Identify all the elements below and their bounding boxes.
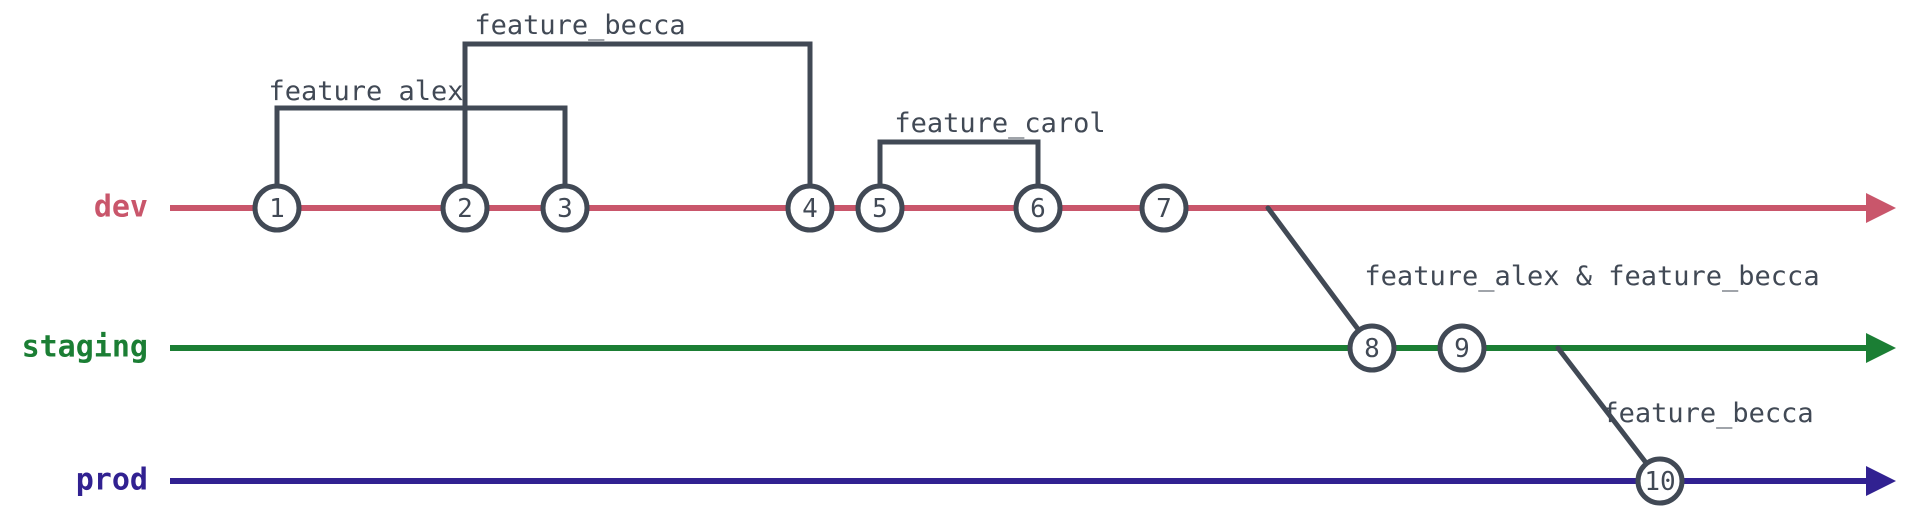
feature-bracket-label-feature_carol: feature_carol <box>894 108 1105 139</box>
commit-circle-7[interactable] <box>1139 183 1189 233</box>
merge-edge-staging-to-prod <box>1555 345 1663 484</box>
commit-number-1: 1 <box>269 194 285 224</box>
merge-edge-dev-to-staging <box>1265 205 1375 351</box>
commit-number-8: 8 <box>1364 334 1380 364</box>
commit-node-5[interactable]: 5 <box>855 183 905 233</box>
commit-node-10[interactable]: 10 <box>1635 456 1685 506</box>
commit-number-3: 3 <box>557 194 573 224</box>
commit-number-6: 6 <box>1030 194 1046 224</box>
commit-number-7: 7 <box>1156 194 1172 224</box>
commit-node-4[interactable]: 4 <box>785 183 835 233</box>
commit-nodes-layer: 1 2 3 4 5 6 7 8 9 10 <box>252 183 1685 506</box>
commit-circle-4[interactable] <box>785 183 835 233</box>
commit-node-2[interactable]: 2 <box>440 183 490 233</box>
commit-number-5: 5 <box>872 194 888 224</box>
feature-bracket-label-feature_becca: feature_becca <box>474 10 685 41</box>
commit-number-10: 10 <box>1644 467 1675 497</box>
feature-brackets-layer: feature_alex feature_becca feature_carol <box>268 10 1106 208</box>
commit-number-4: 4 <box>802 194 818 224</box>
branch-lines-layer <box>170 193 1896 496</box>
branch-label-dev: dev <box>94 190 148 225</box>
commit-number-2: 2 <box>457 194 473 224</box>
commit-circle-6[interactable] <box>1013 183 1063 233</box>
feature-bracket-feature_alex <box>274 105 568 208</box>
commit-node-6[interactable]: 6 <box>1013 183 1063 233</box>
commit-node-3[interactable]: 3 <box>540 183 590 233</box>
feature-bracket-feature_becca <box>462 41 813 208</box>
branch-label-prod: prod <box>76 463 148 498</box>
commit-node-9[interactable]: 9 <box>1437 323 1487 373</box>
branch-label-staging: staging <box>22 330 148 365</box>
commit-circle-1[interactable] <box>252 183 302 233</box>
commit-circle-10[interactable] <box>1635 456 1685 506</box>
commit-node-7[interactable]: 7 <box>1139 183 1189 233</box>
merge-edges-layer: feature_alex & feature_becca feature_becc… <box>1265 205 1820 484</box>
branch-labels-layer: dev staging prod <box>22 190 148 498</box>
feature-bracket-label-feature_alex: feature_alex <box>268 76 463 107</box>
commit-circle-2[interactable] <box>440 183 490 233</box>
merge-edge-label-dev-to-staging: feature_alex & feature_becca <box>1364 261 1819 292</box>
commit-node-1[interactable]: 1 <box>252 183 302 233</box>
commit-circle-5[interactable] <box>855 183 905 233</box>
commit-number-9: 9 <box>1454 334 1470 364</box>
commit-circle-8[interactable] <box>1347 323 1397 373</box>
commit-node-8[interactable]: 8 <box>1347 323 1397 373</box>
commit-circle-3[interactable] <box>540 183 590 233</box>
feature-bracket-feature_carol <box>877 139 1041 208</box>
merge-edge-label-staging-to-prod: feature_becca <box>1602 398 1813 429</box>
commit-circle-9[interactable] <box>1437 323 1487 373</box>
